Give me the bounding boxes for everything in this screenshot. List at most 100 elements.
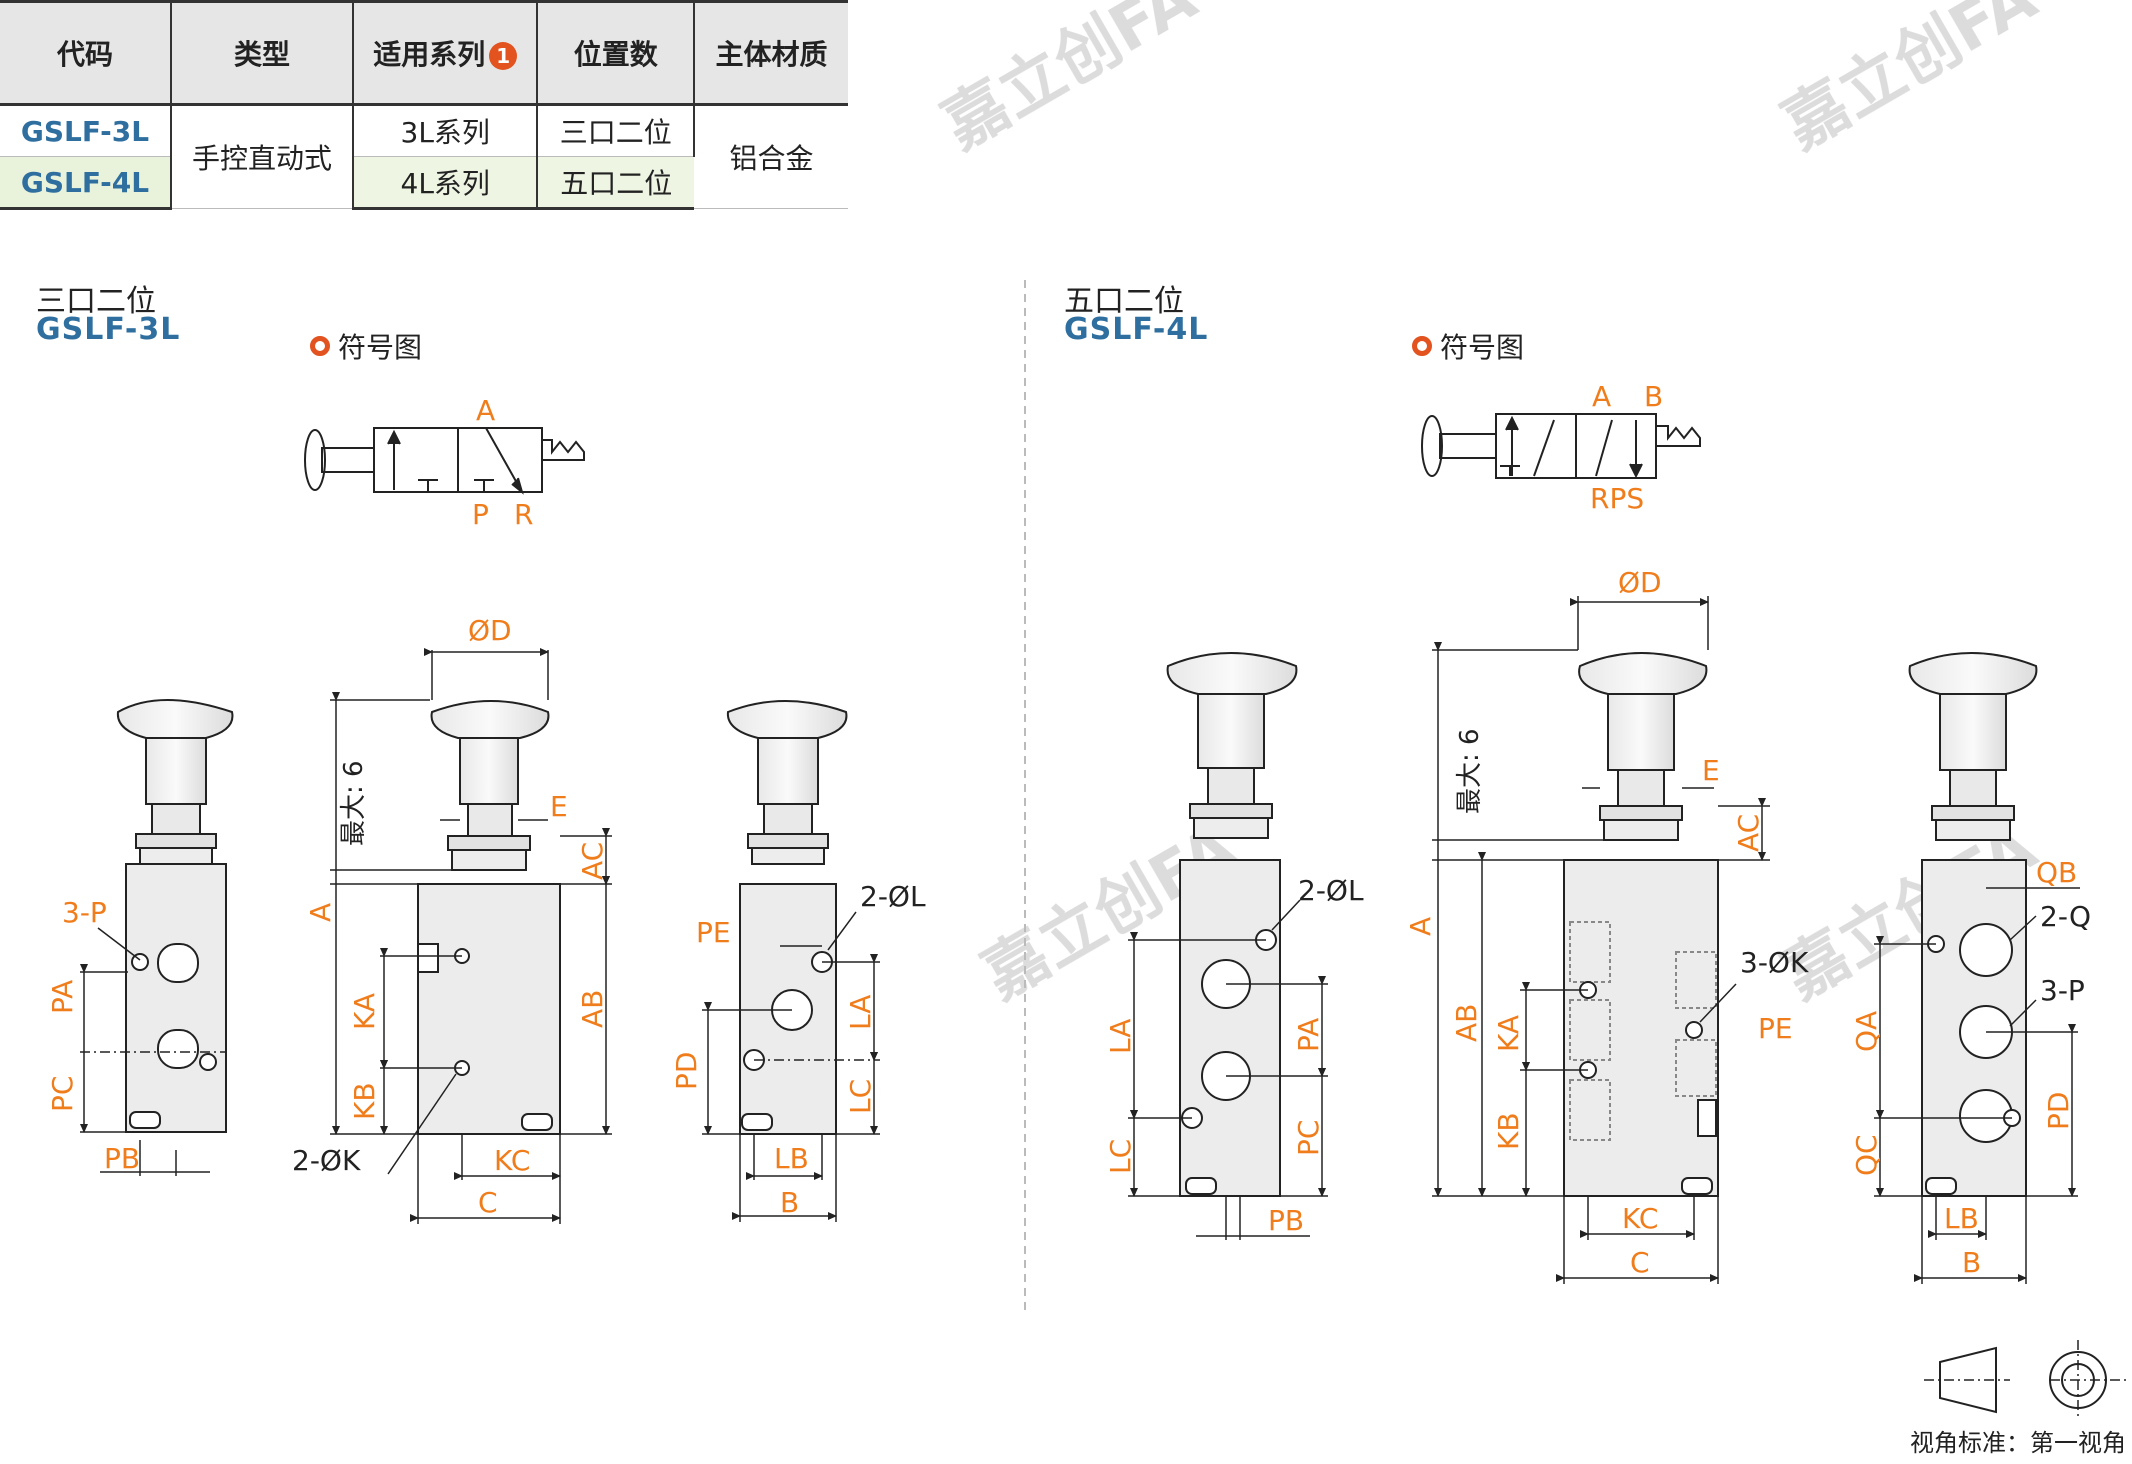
cell-positions: 五口二位 <box>537 156 695 210</box>
cell-series: 4L系列 <box>353 156 539 210</box>
first-angle-projection-icon <box>1924 1340 2130 1420</box>
left-other-dims <box>702 911 880 1222</box>
dim-d: ØD <box>1618 566 1662 599</box>
right-symbol-title-text: 符号图 <box>1440 331 1525 364</box>
svg-text:嘉立创FA: 嘉立创FA <box>931 0 1209 164</box>
dim-ac: AC <box>576 842 609 880</box>
left-side-dims <box>80 927 226 1176</box>
dim-ka: KA <box>348 993 381 1030</box>
dim-pb: PB <box>1268 1204 1304 1237</box>
dim-lc: LC <box>844 1079 877 1114</box>
dim-q2: 2-Q <box>2040 900 2091 933</box>
dim-pd: PD <box>2042 1092 2075 1130</box>
dim-pa: PA <box>46 980 79 1014</box>
header-positions: 位置数 <box>537 0 696 106</box>
header-material: 主体材质 <box>694 0 848 106</box>
right-side-view <box>1166 652 1298 1197</box>
left-symbol-title-text: 符号图 <box>338 331 423 364</box>
left-front-dims <box>330 648 612 1224</box>
dim-e: E <box>1702 754 1720 787</box>
right-symbol-title: 符号图 <box>1412 326 1524 366</box>
left-front-view <box>417 700 561 1135</box>
dim-kc: KC <box>1622 1202 1658 1235</box>
left-other-side-view <box>726 700 848 1135</box>
dim-c: C <box>478 1186 498 1219</box>
right-section-code: GSLF-4L <box>1064 312 1209 347</box>
dim-kc: KC <box>494 1144 530 1177</box>
table-row: GSLF-4L 4L系列 五口二位 <box>0 156 848 210</box>
left-symbol-title: 符号图 <box>310 326 422 366</box>
dim-ab: AB <box>1450 1004 1483 1042</box>
dim-l2: 2-ØL <box>1298 874 1364 907</box>
dim-max: 最大: 6 <box>339 760 369 846</box>
header-code: 代码 <box>0 0 172 106</box>
right-other-side-view <box>1908 652 2038 1197</box>
right-front-dims <box>1432 596 1770 1284</box>
left-side-view <box>116 699 234 1133</box>
dim-qb: QB <box>2036 856 2077 889</box>
table-row: GSLF-3L 手控直动式 3L系列 三口二位 铝合金 <box>0 104 848 209</box>
symbol-label-b: B <box>1644 380 1663 413</box>
dim-pc: PC <box>1292 1120 1325 1156</box>
dim-lb: LB <box>774 1142 809 1175</box>
dim-pe: PE <box>1758 1012 1793 1045</box>
dim-a: A <box>1404 917 1437 936</box>
dim-lc: LC <box>1104 1139 1137 1174</box>
cell-positions: 三口二位 <box>537 104 696 157</box>
symbol-label-r: R <box>514 498 533 531</box>
header-type: 类型 <box>171 0 355 106</box>
right-side-dims <box>1128 899 1328 1240</box>
dim-c: C <box>1630 1246 1650 1279</box>
view-standard-note: 视角标准：第一视角 <box>1910 1429 2126 1457</box>
dim-kb: KB <box>1492 1112 1525 1150</box>
dim-pd: PD <box>670 1052 703 1090</box>
left-section-title: 三口二位 <box>36 284 156 319</box>
cell-code: GSLF-4L <box>0 156 172 210</box>
dim-a: A <box>304 903 337 922</box>
dim-p3: 3-P <box>2040 974 2085 1007</box>
dim-pa: PA <box>1292 1018 1325 1052</box>
dim-qa: QA <box>1850 1011 1883 1052</box>
cell-code: GSLF-3L <box>0 104 172 157</box>
dim-ac: AC <box>1732 814 1765 852</box>
symbol-label-p: P <box>472 498 489 531</box>
dim-pb: PB <box>104 1142 140 1175</box>
symbol-label-a: A <box>476 394 495 427</box>
dim-qc: QC <box>1850 1134 1883 1176</box>
dim-b: B <box>780 1186 799 1219</box>
dim-e: E <box>550 790 568 823</box>
ring-icon <box>1412 336 1432 356</box>
dim-la: LA <box>1104 1019 1137 1054</box>
symbol-label-a: A <box>1592 380 1611 413</box>
header-series-label: 适用系列 <box>373 38 486 71</box>
symbol-label-rps: RPS <box>1590 482 1644 515</box>
svg-text:嘉立创FA: 嘉立创FA <box>1771 0 2049 164</box>
cell-series: 3L系列 <box>353 104 539 157</box>
dim-l2: 2-ØL <box>860 880 926 913</box>
dim-lb: LB <box>1944 1202 1979 1235</box>
dim-la: LA <box>844 995 877 1030</box>
footnote-badge: 1 <box>489 42 518 70</box>
dim-pc: PC <box>46 1076 79 1112</box>
dim-kb: KB <box>348 1082 381 1120</box>
right-front-view <box>1563 652 1719 1197</box>
right-other-dims <box>1874 887 2080 1284</box>
dim-pe: PE <box>696 916 731 949</box>
dim-ka: KA <box>1492 1015 1525 1052</box>
dim-k2: 2-ØK <box>292 1144 361 1177</box>
left-section-code: GSLF-3L <box>36 312 181 347</box>
cell-material: 铝合金 <box>694 104 848 209</box>
dim-max: 最大: 6 <box>1455 728 1485 814</box>
watermark: 嘉立创FA 嘉立创FA 嘉立创FA 嘉立创FA <box>931 0 2049 1014</box>
dim-k3: 3-ØK <box>1740 946 1809 979</box>
ring-icon <box>310 336 330 356</box>
cell-type: 手控直动式 <box>171 104 355 209</box>
dim-ab: AB <box>576 990 609 1028</box>
right-section-title: 五口二位 <box>1064 284 1184 319</box>
dim-b: B <box>1962 1246 1981 1279</box>
dim-p3: 3-P <box>62 896 107 929</box>
